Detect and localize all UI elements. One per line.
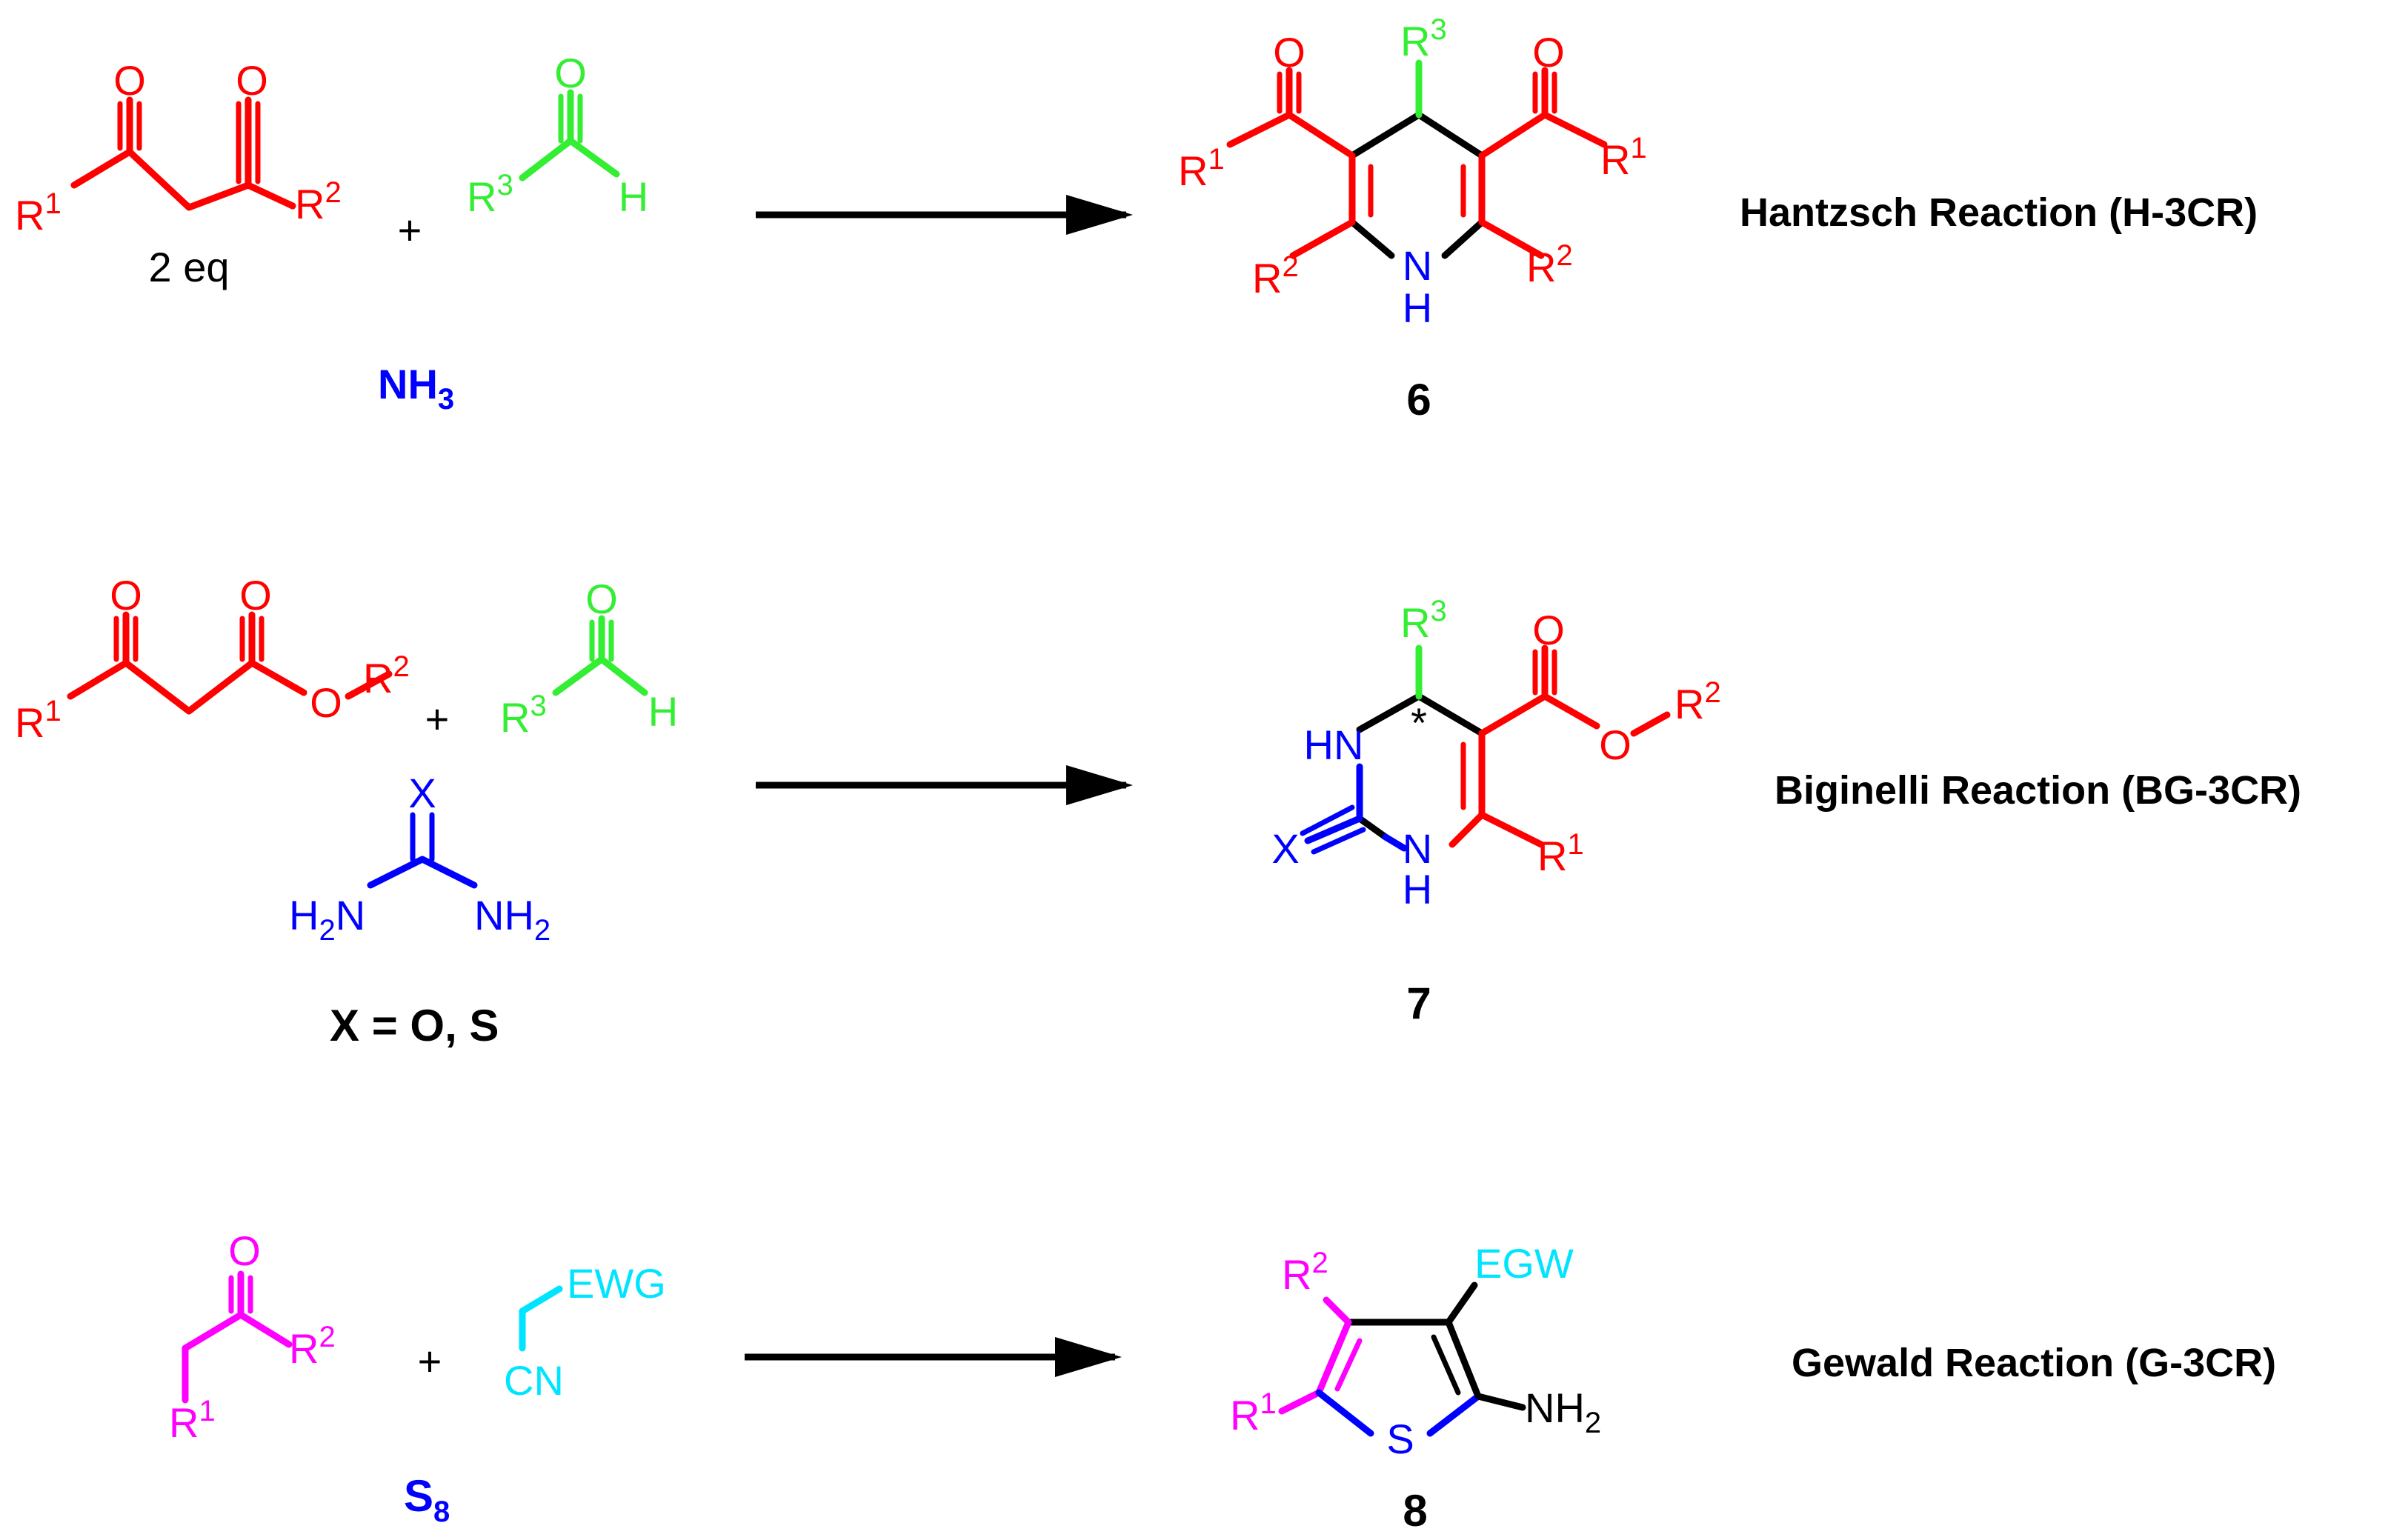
ammonia-reagent: NH3 xyxy=(378,361,454,416)
r2-label: R2 xyxy=(1674,676,1721,727)
nh-label: HN xyxy=(1304,721,1364,768)
aldehyde-reactant: O R3 H xyxy=(467,50,648,220)
r2-label: R2 xyxy=(363,650,410,701)
r1-label: R1 xyxy=(169,1395,216,1446)
r3-label: R3 xyxy=(1400,13,1447,64)
r1-label: R1 xyxy=(1230,1387,1277,1439)
hydrogen-label: H xyxy=(648,688,678,735)
oxygen-label: O xyxy=(1273,29,1306,76)
amine-label: NH2 xyxy=(474,892,551,947)
plus-sign: + xyxy=(425,696,450,742)
oxygen-label: O xyxy=(1532,607,1565,653)
aldehyde-reactant: O R3 H xyxy=(500,576,678,741)
r1-label: R1 xyxy=(1537,828,1584,879)
egw-label: EGW xyxy=(1474,1240,1574,1287)
amine-label: H2N xyxy=(289,892,365,947)
compound-number: 6 xyxy=(1406,375,1431,424)
equivalents-label: 2 eq xyxy=(149,244,230,290)
r2-label: R2 xyxy=(289,1321,336,1372)
oxygen-label: O xyxy=(110,572,142,619)
hydrogen-label: H xyxy=(1403,284,1432,331)
ketoester-reactant: O O O R1 R2 xyxy=(15,572,410,746)
r3-label: R3 xyxy=(500,690,547,741)
ewg-label: EWG xyxy=(567,1260,666,1307)
compound-number: 8 xyxy=(1403,1486,1427,1536)
r3-label: R3 xyxy=(467,169,513,220)
sulfur-label: S xyxy=(1386,1416,1414,1462)
oxygen-label: O xyxy=(113,57,146,104)
amino-label: NH2 xyxy=(1525,1384,1601,1439)
ketone-reactant: O R2 R1 xyxy=(169,1227,336,1446)
reaction-name: Hantzsch Reaction (H-3CR) xyxy=(1740,190,2258,235)
nitrogen-label: N xyxy=(1403,242,1432,289)
compound-number: 7 xyxy=(1406,979,1431,1028)
plus-sign: + xyxy=(398,207,422,253)
x-label: X xyxy=(408,770,436,816)
diketone-reactant: O O R1 R2 2 eq xyxy=(15,57,342,290)
r2-label: R2 xyxy=(295,176,342,227)
cn-label: CN xyxy=(504,1357,564,1404)
reaction-name: Gewald Reaction (G-3CR) xyxy=(1792,1341,2276,1385)
dihydropyridine-product: O O R3 R1 R1 R2 R2 N H xyxy=(1178,13,1647,331)
hantzsch-row: O O R1 R2 2 eq + O R3 H NH3 O O R3 R1 R1 xyxy=(15,13,2258,424)
r2-label: R2 xyxy=(1252,250,1299,301)
nitrile-reactant: EWG CN xyxy=(504,1260,666,1404)
oxygen-label: O xyxy=(310,679,342,726)
condition-label: X = O, S xyxy=(330,1001,499,1050)
dihydropyrimidinone-product: * R3 O O R2 R1 HN N H X xyxy=(1271,595,1720,913)
x-label: X xyxy=(1271,825,1299,872)
hydrogen-label: H xyxy=(619,173,648,220)
r1-label: R1 xyxy=(15,187,61,239)
r2-label: R2 xyxy=(1526,239,1573,290)
oxygen-label: O xyxy=(239,572,272,619)
r3-label: R3 xyxy=(1400,595,1447,646)
hydrogen-label: H xyxy=(1403,866,1432,913)
plus-sign: + xyxy=(418,1338,442,1384)
sulfur-reagent: S8 xyxy=(404,1471,450,1528)
urea-reactant: X H2N NH2 xyxy=(289,770,551,947)
stereocenter-marker: * xyxy=(1411,699,1427,746)
r1-label: R1 xyxy=(15,695,61,746)
oxygen-label: O xyxy=(1532,29,1565,76)
oxygen-label: O xyxy=(228,1227,261,1274)
reaction-name: Biginelli Reaction (BG-3CR) xyxy=(1775,768,2301,813)
r1-label: R1 xyxy=(1178,143,1225,194)
oxygen-label: O xyxy=(554,50,587,96)
biginelli-row: O O O R1 R2 + O R3 H X H2N NH2 X = O, S xyxy=(15,572,2301,1050)
nitrogen-label: N xyxy=(1403,825,1432,872)
oxygen-label: O xyxy=(585,576,618,622)
aminothiophene-product: R2 R1 EGW S NH2 xyxy=(1230,1240,1601,1462)
gewald-row: O R2 R1 + EWG CN S8 R2 R1 EGW S NH2 8 G xyxy=(169,1227,2276,1536)
r1-label: R1 xyxy=(1600,132,1647,183)
r2-label: R2 xyxy=(1282,1247,1328,1298)
oxygen-label: O xyxy=(236,57,268,104)
oxygen-label: O xyxy=(1599,721,1632,768)
